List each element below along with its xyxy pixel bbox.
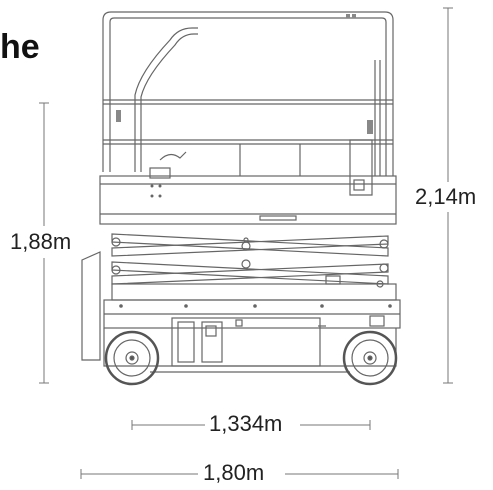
overall-height-label: 2,14m bbox=[413, 184, 479, 209]
overall-length-dimension-line bbox=[80, 469, 399, 479]
control-box bbox=[149, 139, 373, 196]
scissor-arms bbox=[111, 233, 389, 288]
battery-compartment bbox=[171, 315, 385, 367]
front-wheel bbox=[342, 330, 398, 386]
guardrail bbox=[102, 11, 394, 176]
wheelbase-dimension-line bbox=[131, 420, 371, 430]
overall-height-dimension-line bbox=[443, 7, 453, 384]
rear-wheel bbox=[104, 330, 160, 386]
overall-length-label: 1,80m bbox=[201, 460, 267, 485]
chassis-bolts bbox=[119, 184, 392, 308]
platform-height-label: 1,88m bbox=[8, 229, 74, 254]
wheelbase-label: 1,334m bbox=[207, 411, 285, 436]
platform-height-dimension-line bbox=[39, 102, 49, 384]
rail-hardware bbox=[116, 14, 373, 134]
platform-deck bbox=[99, 175, 397, 225]
page-heading-fragment: he bbox=[0, 28, 40, 66]
